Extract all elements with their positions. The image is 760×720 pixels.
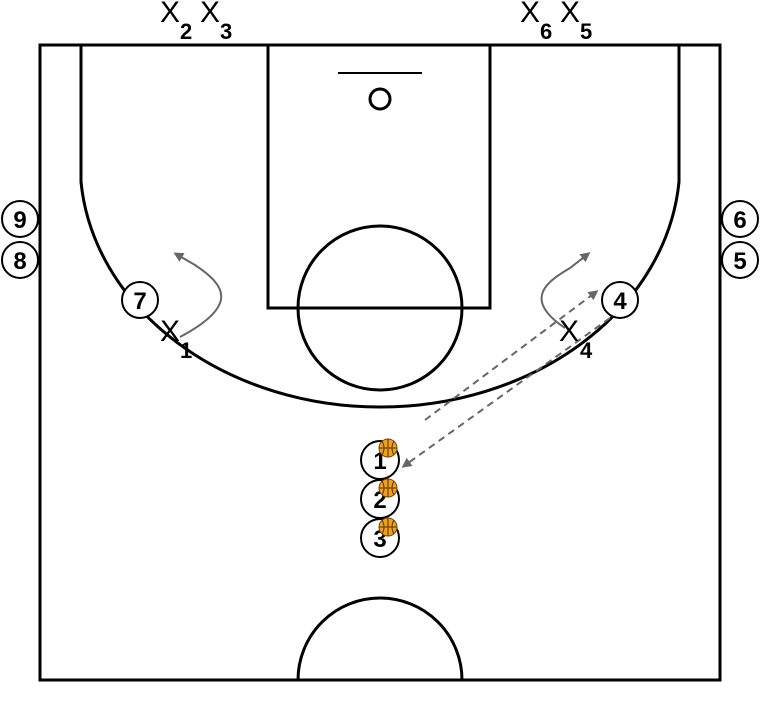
player-4-label: 4 xyxy=(613,288,627,315)
defender-4-mark: X xyxy=(559,315,579,348)
defender-3-mark: X xyxy=(200,0,220,29)
basketball-icon xyxy=(378,517,398,537)
player-5: 5 xyxy=(721,241,759,279)
player-7-label: 7 xyxy=(133,288,146,315)
player-9: 9 xyxy=(1,200,39,238)
player-9-label: 9 xyxy=(13,207,26,234)
player-4: 4 xyxy=(601,281,639,319)
court-boundary xyxy=(38,43,722,682)
defender-1-mark: X xyxy=(160,315,180,348)
defender-2: X 2 xyxy=(160,0,192,44)
player-6: 6 xyxy=(721,200,759,238)
center-circle xyxy=(296,596,464,681)
offensive-players: 7 4 9 8 6 5 1 2 xyxy=(1,200,759,558)
free-throw-circle xyxy=(296,224,464,392)
defender-5-mark: X xyxy=(560,0,580,29)
basket-rim xyxy=(368,87,392,111)
cut-arrow-4 xyxy=(540,252,591,329)
movement-arrows xyxy=(173,252,591,338)
defender-2-number: 2 xyxy=(180,19,192,44)
free-throw-lane xyxy=(266,43,492,310)
defender-3: X 3 xyxy=(200,0,232,44)
basketball-icon xyxy=(378,438,398,458)
pass-4-to-1 xyxy=(401,317,611,468)
defender-2-mark: X xyxy=(160,0,180,29)
defender-5-number: 5 xyxy=(580,19,592,44)
defender-3-number: 3 xyxy=(220,19,232,44)
defender-4: X 4 xyxy=(559,315,593,363)
player-7: 7 xyxy=(121,281,159,319)
defender-6-mark: X xyxy=(520,0,540,29)
cut-arrow-7 xyxy=(173,252,223,338)
player-6-label: 6 xyxy=(733,207,746,234)
court-lines xyxy=(38,43,722,682)
pass-lines xyxy=(401,290,611,468)
player-8-label: 8 xyxy=(13,248,26,275)
player-5-label: 5 xyxy=(733,248,746,275)
defender-6: X 6 xyxy=(520,0,552,44)
basketball-icon xyxy=(378,478,398,498)
balls xyxy=(378,438,398,537)
defenders: X 2 X 3 X 6 X 5 X 1 X 4 xyxy=(160,0,593,363)
three-point-line xyxy=(79,45,681,409)
defender-6-number: 6 xyxy=(540,19,552,44)
defender-4-number: 4 xyxy=(580,338,593,363)
player-8: 8 xyxy=(1,241,39,279)
defender-1: X 1 xyxy=(160,315,192,363)
defender-5: X 5 xyxy=(560,0,592,44)
defender-1-number: 1 xyxy=(180,338,192,363)
